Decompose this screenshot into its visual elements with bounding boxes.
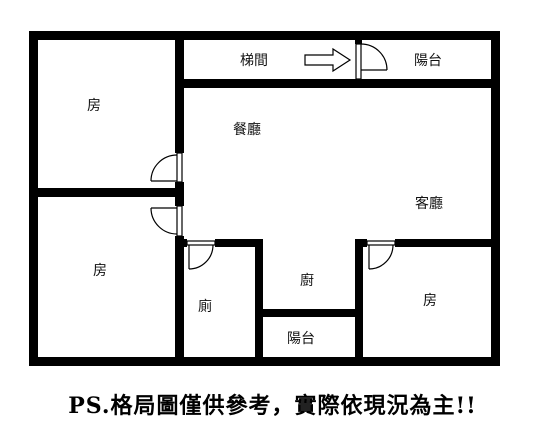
wall-left-column-bottom xyxy=(175,236,184,366)
label-kitchen: 廚 xyxy=(300,272,314,289)
label-toilet: 廁 xyxy=(198,298,212,315)
door-room-top-left xyxy=(150,152,183,183)
wall-left-rooms-divider xyxy=(29,188,184,197)
door-toilet xyxy=(186,240,216,270)
label-balcony-bottom: 陽台 xyxy=(287,331,315,347)
wall-toilet-top-left xyxy=(175,239,187,247)
wall-stairwell-balcony-divider xyxy=(355,31,362,44)
outer-wall-top xyxy=(29,31,500,40)
disclaimer-text: PS.格局圖僅供參考，實際依現況為主!! xyxy=(68,393,477,419)
doors xyxy=(150,43,396,270)
wall-toilet-top-right xyxy=(215,239,263,247)
wall-room-right-top-left xyxy=(355,239,367,247)
label-dining: 餐廳 xyxy=(233,121,261,138)
label-living: 客廳 xyxy=(415,195,443,212)
door-room-bottom-right xyxy=(366,240,396,270)
label-stairwell: 梯間 xyxy=(240,53,268,69)
label-room-top-left: 房 xyxy=(87,98,101,114)
wall-stairwell-bottom xyxy=(175,79,500,88)
wall-toilet-kitchen xyxy=(255,239,263,366)
label-room-bottom-right: 房 xyxy=(423,293,437,309)
door-stairwell-balcony xyxy=(355,43,388,80)
wall-left-column-top xyxy=(175,31,184,153)
door-room-bottom-left xyxy=(150,205,183,237)
outer-wall-right xyxy=(491,31,500,366)
label-balcony-top: 陽台 xyxy=(414,53,442,69)
wall-room-right-top-right xyxy=(395,239,500,247)
wall-kitchen-right xyxy=(355,239,363,366)
outer-wall-bottom xyxy=(29,357,500,366)
walls xyxy=(29,31,500,366)
wall-kitchen-balcony xyxy=(255,309,363,317)
right-arrow-icon xyxy=(304,47,352,73)
label-room-bottom-left: 房 xyxy=(93,263,107,279)
outer-wall-left xyxy=(29,31,38,366)
